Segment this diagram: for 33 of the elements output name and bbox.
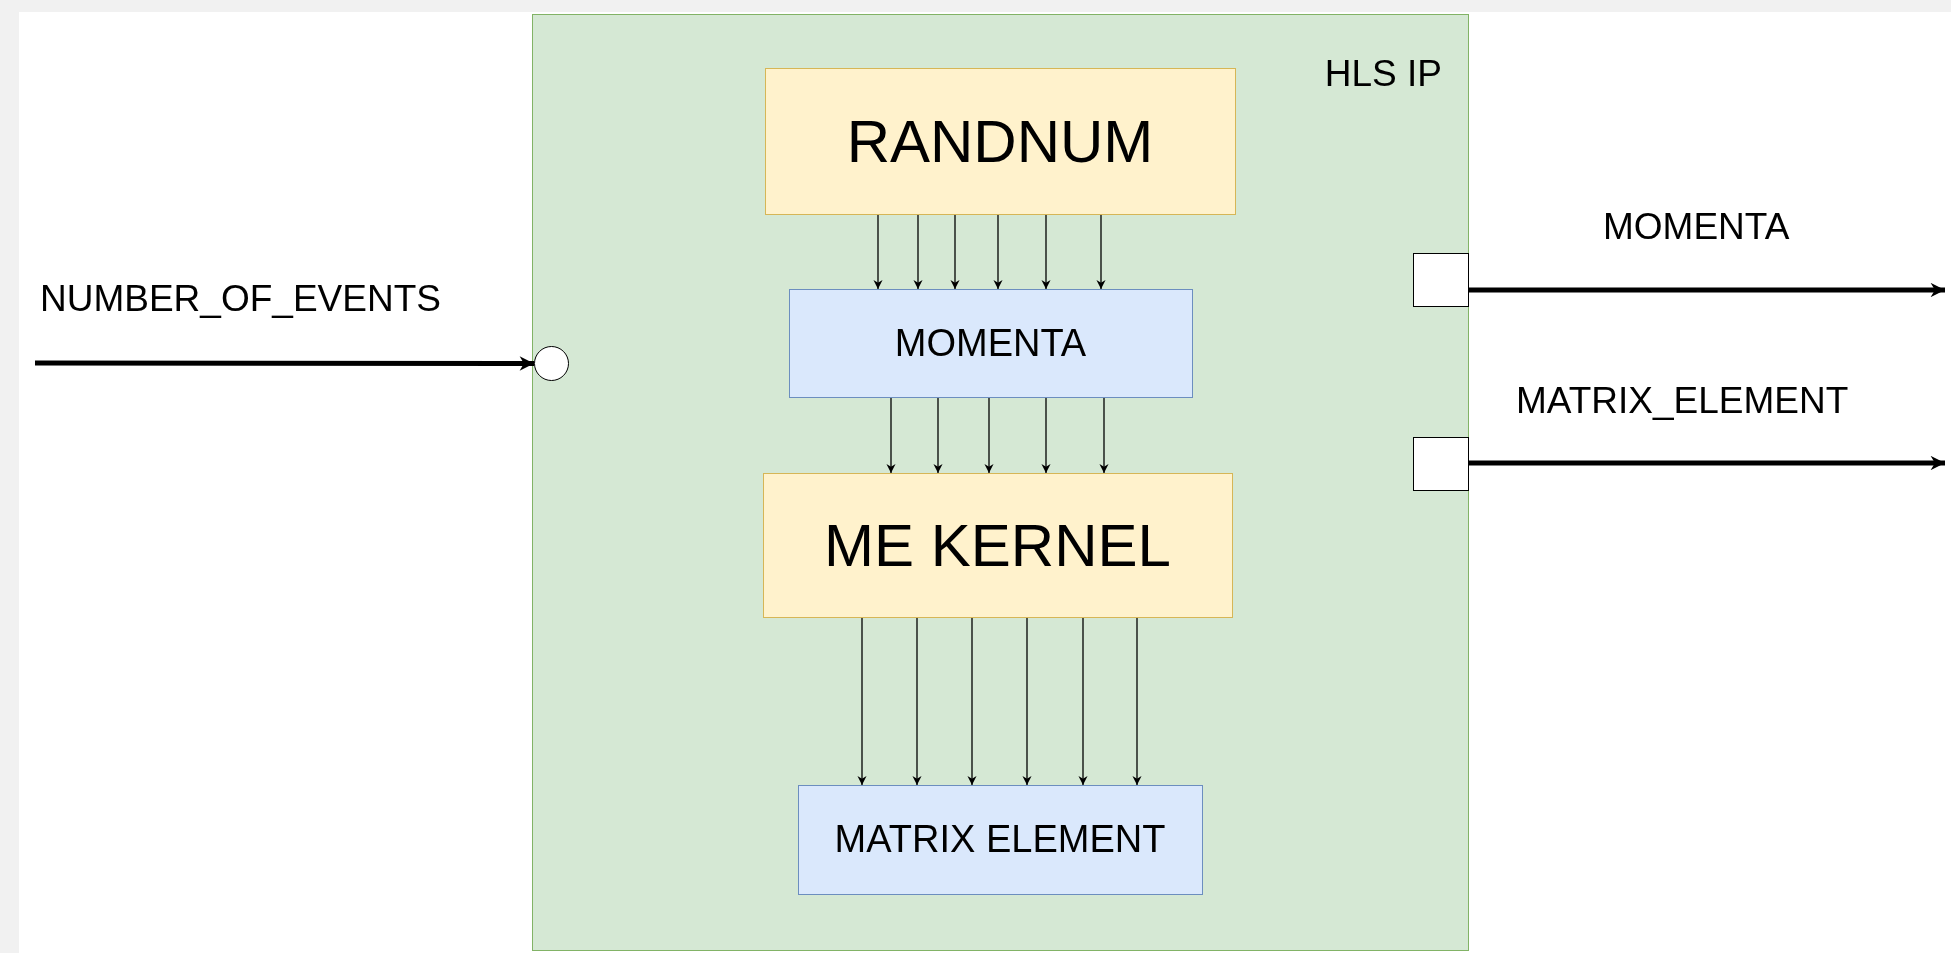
arrow xyxy=(1022,617,1032,786)
box-label: ME KERNEL xyxy=(824,510,1171,580)
arrow xyxy=(1099,397,1109,474)
port-circle xyxy=(533,345,569,381)
arrow xyxy=(950,214,960,290)
process-box xyxy=(797,784,1203,895)
box-label: RANDNUM xyxy=(846,106,1154,176)
arrow xyxy=(993,214,1003,290)
arrow xyxy=(35,356,534,371)
arrow xyxy=(1041,397,1051,474)
arrow xyxy=(984,397,994,474)
port-square xyxy=(1412,436,1469,491)
arrow xyxy=(912,617,922,786)
arrow xyxy=(1132,617,1142,786)
port-square xyxy=(1412,252,1469,307)
process-box xyxy=(764,67,1236,215)
box-label: MOMENTA xyxy=(894,321,1087,365)
container-box xyxy=(532,14,1469,951)
arrow xyxy=(857,617,867,786)
arrow xyxy=(933,397,943,474)
arrow xyxy=(886,397,896,474)
arrow xyxy=(873,214,883,290)
box-label: MATRIX ELEMENT xyxy=(834,818,1166,861)
arrow xyxy=(1078,617,1088,786)
arrow xyxy=(1469,455,1945,471)
arrow xyxy=(967,617,977,786)
arrow xyxy=(913,214,923,290)
arrow xyxy=(1469,282,1945,298)
arrow xyxy=(1041,214,1051,290)
process-box xyxy=(788,288,1193,398)
container-title: HLS IP xyxy=(1324,53,1442,95)
arrow xyxy=(1096,214,1106,290)
process-box xyxy=(762,472,1233,618)
